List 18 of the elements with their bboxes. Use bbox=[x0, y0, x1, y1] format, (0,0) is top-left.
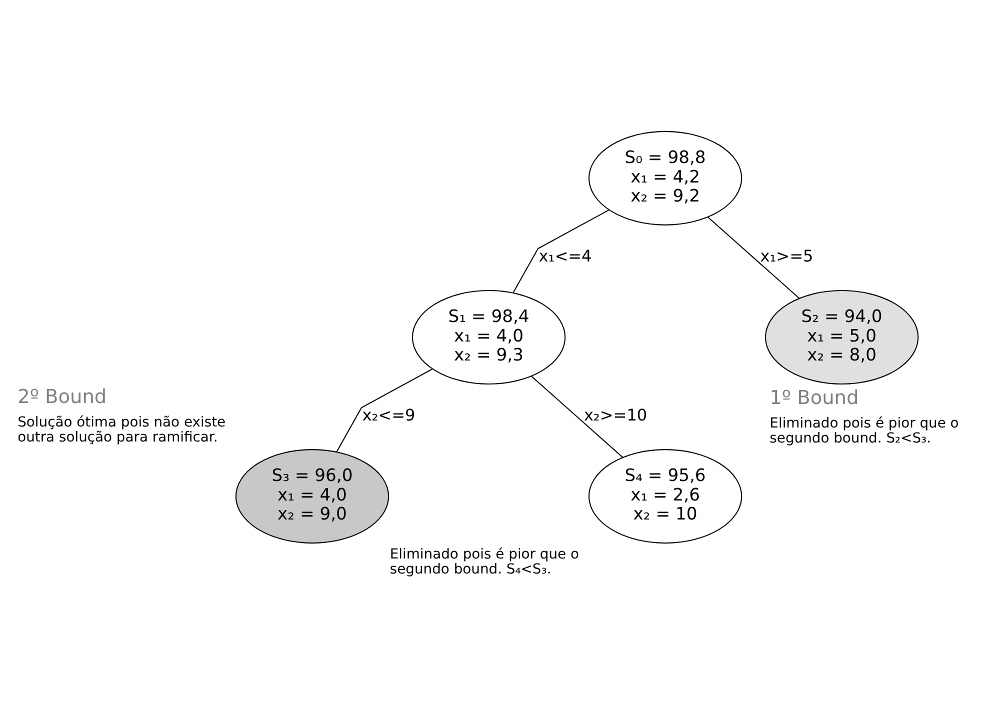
node-label: Eliminado pois é pior que o segundo bound. S₂<S₃. bbox=[769, 415, 958, 446]
connector bbox=[512, 210, 608, 293]
connector bbox=[336, 368, 432, 452]
node-ellipse: S₁ = 98,4 x₁ = 4,0 x₂ = 9,3 bbox=[411, 290, 566, 385]
node-label: 2º Bound bbox=[17, 384, 106, 408]
connector bbox=[530, 376, 622, 458]
node-ellipse: S₄ = 95,6 x₁ = 2,6 x₂ = 10 bbox=[588, 449, 742, 544]
edge-label: x₂>=10 bbox=[583, 406, 647, 425]
node-label: Eliminado pois é pior que o segundo bound. S₄<S₃. bbox=[389, 546, 579, 578]
node-ellipse: S₀ = 98,8 x₁ = 4,2 x₂ = 9,2 bbox=[588, 130, 742, 226]
node-ellipse: S₃ = 96,0 x₁ = 4,0 x₂ = 9,0 bbox=[234, 449, 389, 544]
edge-label: x₁<=4 bbox=[538, 246, 592, 266]
edge-label: x₁>=5 bbox=[760, 246, 813, 266]
node-ellipse: S₂ = 94,0 x₁ = 5,0 x₂ = 8,0 bbox=[764, 290, 918, 385]
connector bbox=[707, 216, 800, 299]
node-label: Solução ótima pois não existe outra solução para ramificar. bbox=[17, 414, 226, 446]
edge-label: x₂<=9 bbox=[362, 406, 415, 425]
node-label: 1º Bound bbox=[769, 386, 858, 409]
